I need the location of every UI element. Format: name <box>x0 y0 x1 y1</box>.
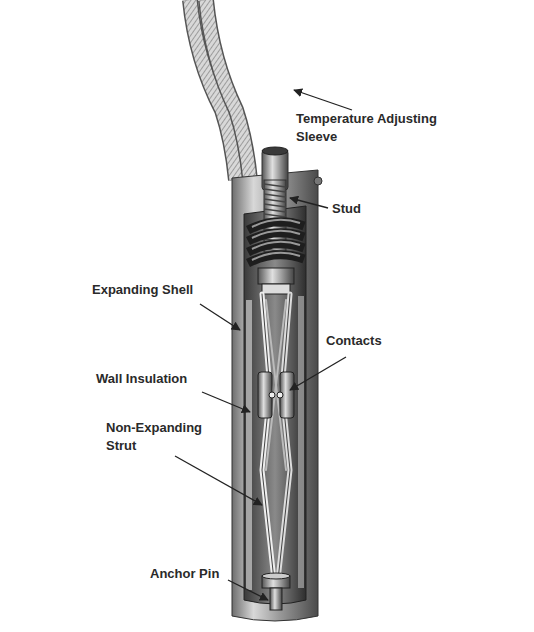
part-label: Contacts <box>326 332 416 350</box>
wall-insulation <box>246 300 252 590</box>
part-label: Non-Expanding Strut <box>106 419 216 455</box>
part-label: Wall Insulation <box>96 370 246 388</box>
coil <box>248 220 304 263</box>
cutaway <box>244 206 306 604</box>
part-label: Stud <box>332 200 392 218</box>
part-label: Anchor Pin <box>150 565 250 583</box>
part-label: Temperature Adjusting Sleeve <box>296 110 456 146</box>
part-label: Expanding Shell <box>92 281 242 299</box>
expanding-shell <box>232 170 318 621</box>
non-expanding-strut <box>262 294 290 580</box>
contacts <box>258 372 294 418</box>
leader-lines <box>175 90 352 600</box>
lead-wires <box>190 0 250 180</box>
anchor-pin <box>262 573 290 610</box>
